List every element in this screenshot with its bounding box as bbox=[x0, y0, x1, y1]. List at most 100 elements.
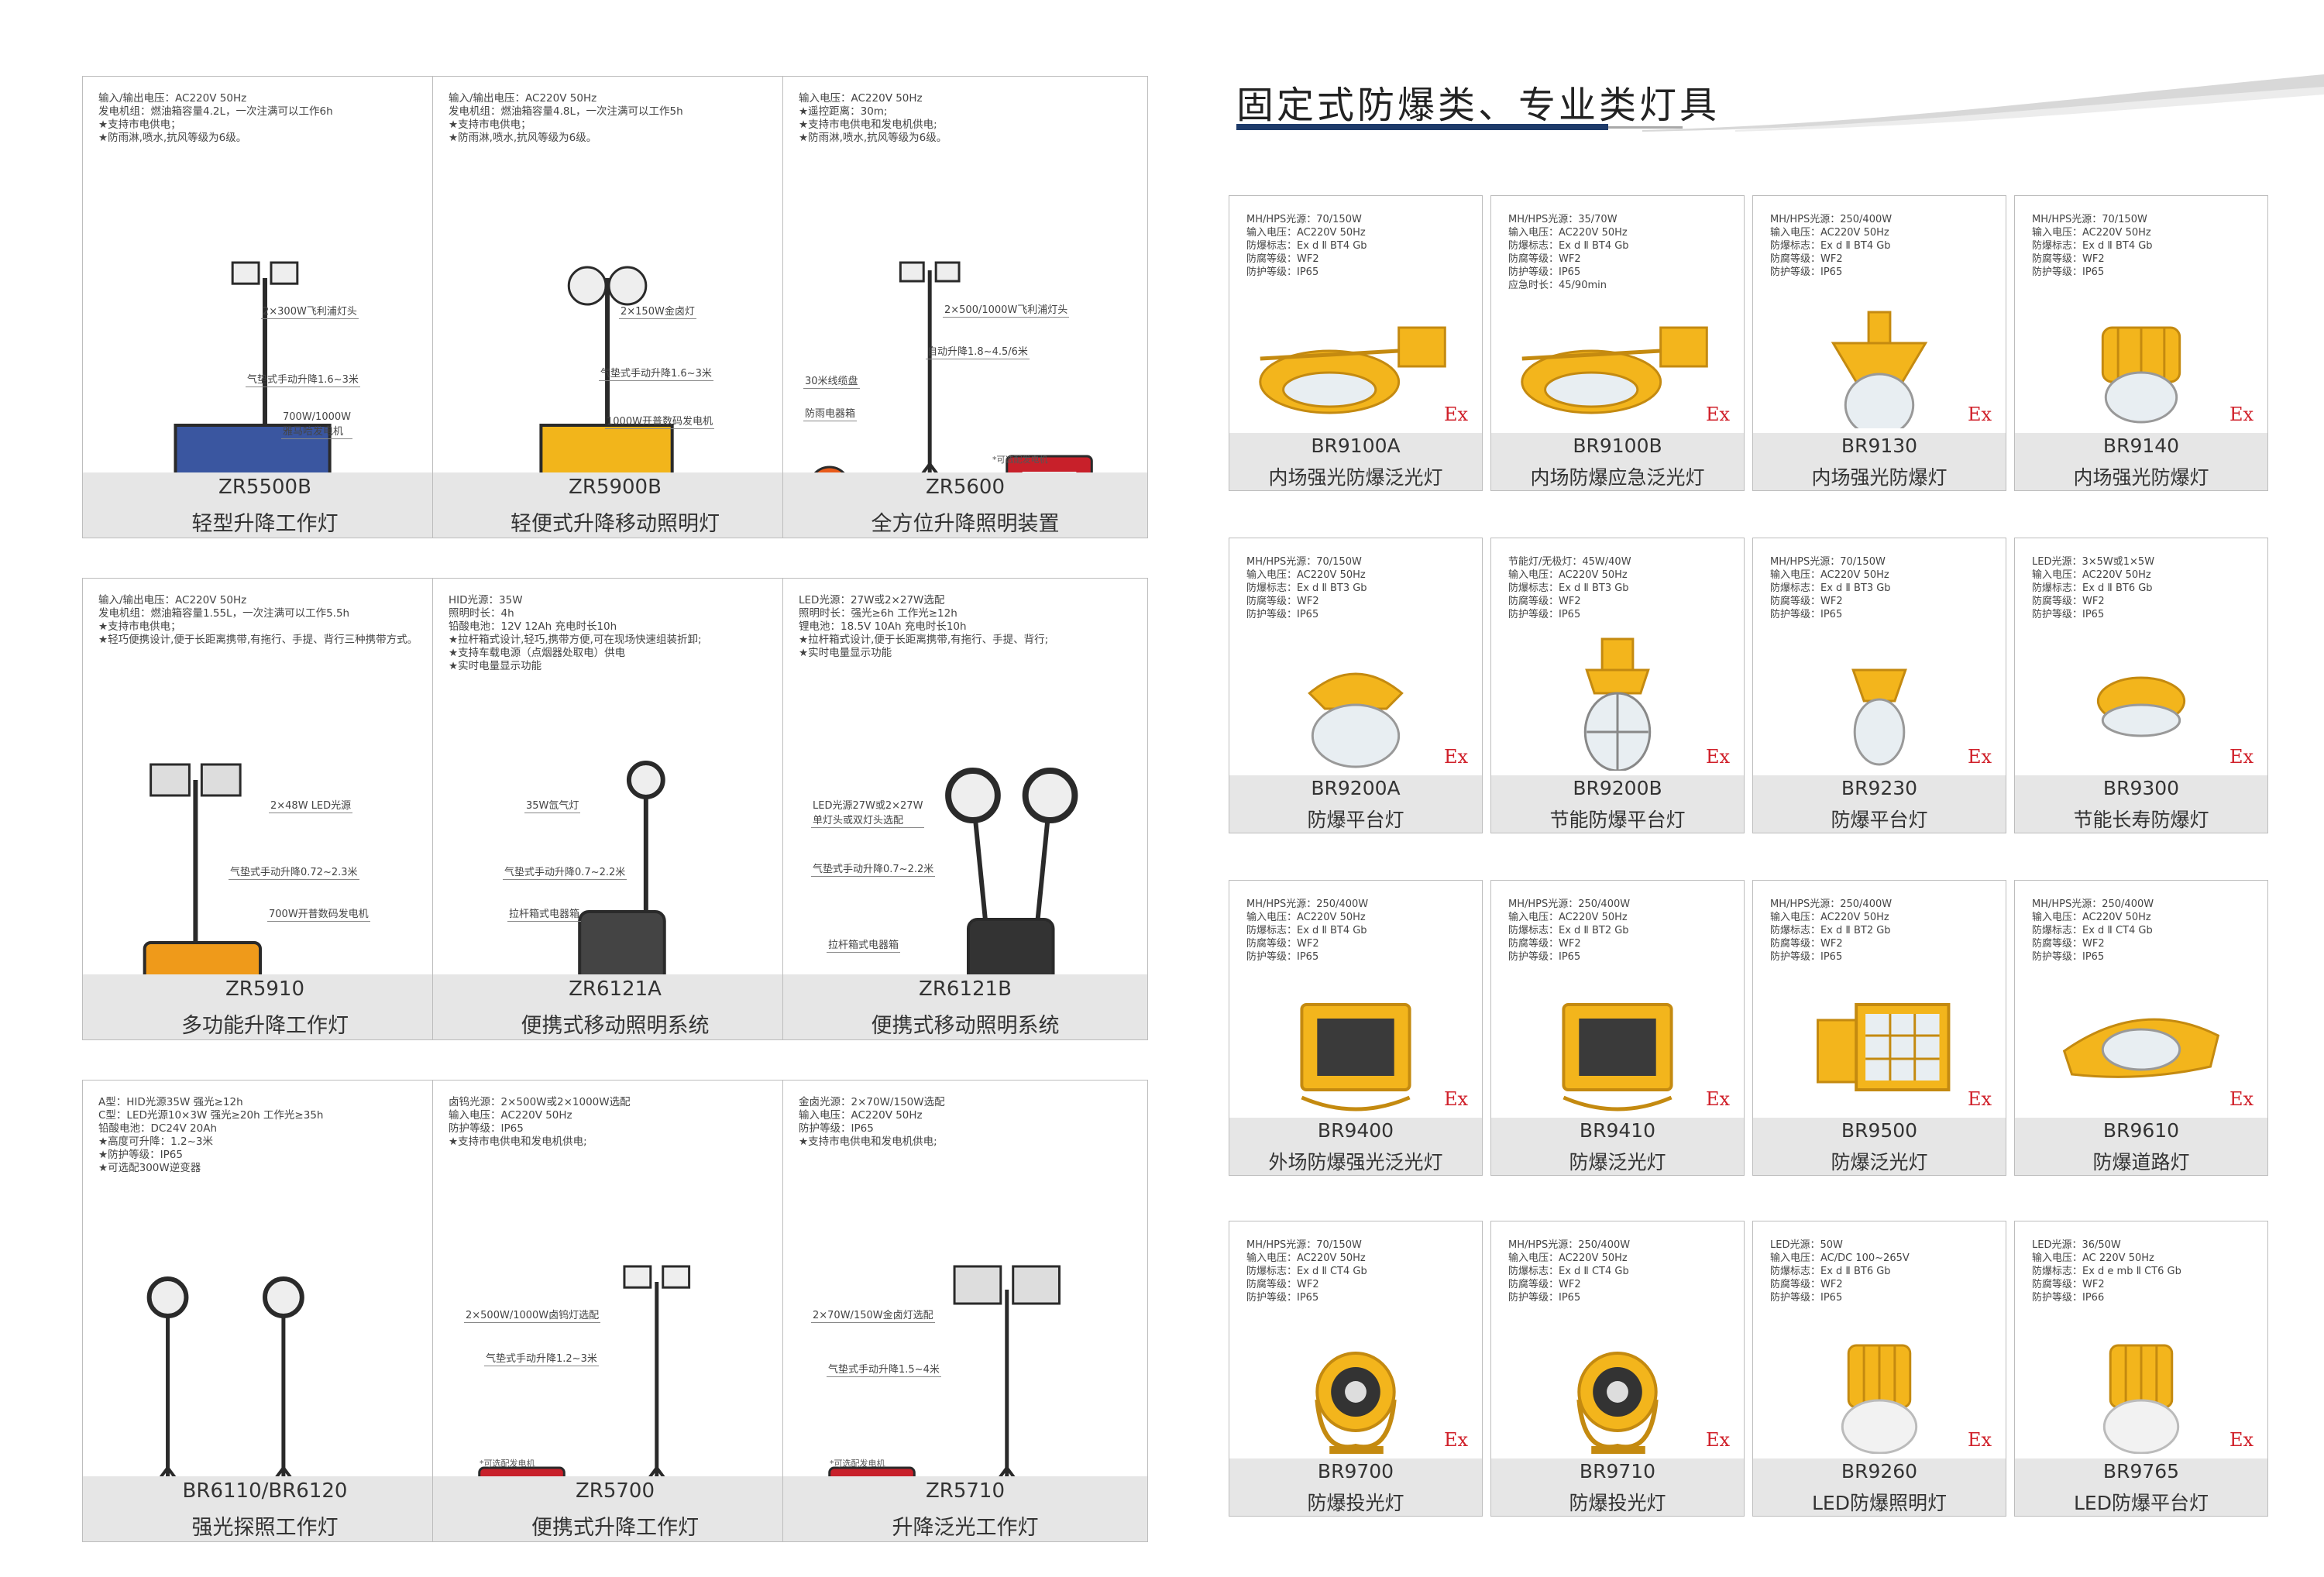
product-specs: LED光源：27W或2×27W选配 照明时长：强光≥6h 工作光≥12h 锂电池… bbox=[799, 594, 1049, 659]
explosion-proof-mark: Ex bbox=[1443, 1429, 1468, 1451]
product-card: 输入/输出电压：AC220V 50Hz 发电机组：燃油箱容量1.55L，一次注满… bbox=[82, 578, 448, 1040]
product-specs: MH/HPS光源：250/400W 输入电压：AC220V 50Hz 防爆标志：… bbox=[1508, 1239, 1631, 1304]
explosion-proof-mark: Ex bbox=[2229, 1429, 2254, 1451]
explosion-proof-mark: Ex bbox=[2229, 1088, 2254, 1110]
product-card: MH/HPS光源：70/150W 输入电压：AC220V 50Hz 防爆标志：E… bbox=[1752, 538, 2006, 833]
product-card: HID光源：35W 照明时长：4h 铅酸电池：12V 12Ah 充电时长10h … bbox=[432, 578, 798, 1040]
product-callout: 2×300W飞利浦灯头 bbox=[261, 303, 359, 319]
product-specs: LED光源：50W 输入电压：AC/DC 100~265V 防爆标志：Ex d … bbox=[1770, 1239, 1910, 1304]
explosion-proof-mark: Ex bbox=[2229, 404, 2254, 425]
product-model: BR9500 bbox=[1841, 1119, 1918, 1142]
product-callout: 拉杆箱式电器箱 bbox=[827, 936, 901, 953]
product-specs: LED光源：3×5W或1×5W 输入电压：AC220V 50Hz 防爆标志：Ex… bbox=[2032, 556, 2155, 620]
product-model: BR9200B bbox=[1573, 777, 1662, 799]
product-caption: ZR5710 升降泛光工作灯 bbox=[783, 1476, 1147, 1541]
product-name: 防爆平台灯 bbox=[1307, 809, 1404, 831]
product-model: BR9260 bbox=[1841, 1460, 1918, 1483]
product-callout: 气垫式手动升降1.6~3米 bbox=[246, 371, 360, 387]
product-note: *可选配发电机 bbox=[992, 455, 1048, 465]
product-specs: MH/HPS光源：35/70W 输入电压：AC220V 50Hz 防爆标志：Ex… bbox=[1508, 214, 1629, 291]
product-model: BR9100B bbox=[1573, 435, 1662, 457]
product-model: BR9200A bbox=[1311, 777, 1401, 799]
product-callout: 2×500/1000W飞利浦灯头 bbox=[943, 301, 1070, 318]
product-callout: LED光源27W或2×27W 单灯头或双灯头选配 bbox=[811, 797, 925, 828]
product-image bbox=[1308, 672, 1404, 768]
product-card: MH/HPS光源：70/150W 输入电压：AC220V 50Hz 防爆标志：E… bbox=[1229, 195, 1483, 491]
product-card: MH/HPS光源：250/400W 输入电压：AC220V 50Hz 防爆标志：… bbox=[1490, 880, 1745, 1176]
product-specs: MH/HPS光源：250/400W 输入电压：AC220V 50Hz 防爆标志：… bbox=[1246, 898, 1369, 963]
product-specs: 金卤光源：2×70W/150W选配 输入电压：AC220V 50Hz 防护等级：… bbox=[799, 1096, 945, 1148]
product-card: MH/HPS光源：250/400W 输入电压：AC220V 50Hz 防爆标志：… bbox=[1229, 880, 1483, 1176]
product-callout: 气垫式手动升降0.7~2.2米 bbox=[811, 861, 936, 877]
product-callout: 2×70W/150W金卤灯选配 bbox=[811, 1307, 935, 1323]
product-card: MH/HPS光源：70/150W 输入电压：AC220V 50Hz 防爆标志：E… bbox=[2014, 195, 2268, 491]
product-callout: 700W/1000W 雅马哈发电机 bbox=[281, 411, 352, 439]
product-callout: 气垫式手动升降1.6~3米 bbox=[599, 365, 713, 381]
explosion-proof-mark: Ex bbox=[1967, 404, 1992, 425]
product-card: MH/HPS光源：250/400W 输入电压：AC220V 50Hz 防爆标志：… bbox=[2014, 880, 2268, 1176]
product-name: 防爆道路灯 bbox=[2092, 1151, 2190, 1173]
product-image bbox=[1583, 637, 1652, 771]
product-model: ZR5710 bbox=[925, 1479, 1006, 1503]
explosion-proof-mark: Ex bbox=[1705, 1088, 1730, 1110]
product-model: BR9610 bbox=[2102, 1119, 2180, 1142]
product-specs: MH/HPS光源：70/150W 输入电压：AC220V 50Hz 防爆标志：E… bbox=[2032, 214, 2153, 278]
product-specs: MH/HPS光源：250/400W 输入电压：AC220V 50Hz 防爆标志：… bbox=[2032, 898, 2154, 963]
product-callout: 自动升降1.8~4.5/6米 bbox=[926, 343, 1030, 359]
product-model: ZR6121A bbox=[569, 977, 662, 1001]
product-name: 轻型升降工作灯 bbox=[191, 512, 339, 536]
product-image bbox=[1521, 326, 1708, 414]
product-image bbox=[2062, 1018, 2220, 1078]
product-image bbox=[1562, 1003, 1673, 1111]
left-page: 输入/输出电压：AC220V 50Hz 发电机组：燃油箱容量4.2L，一次注满可… bbox=[82, 76, 1148, 1542]
product-image bbox=[2101, 326, 2181, 424]
product-name: 轻便式升降移动照明灯 bbox=[511, 512, 720, 536]
product-model: BR9130 bbox=[1841, 435, 1918, 457]
product-callout: 30米线缆盘 bbox=[803, 373, 860, 389]
product-card: 卤钨光源：2×500W或2×1000W选配 输入电压：AC220V 50Hz 防… bbox=[432, 1080, 798, 1542]
product-specs: HID光源：35W 照明时长：4h 铅酸电池：12V 12Ah 充电时长10h … bbox=[449, 594, 702, 672]
explosion-proof-mark: Ex bbox=[1705, 746, 1730, 768]
product-specs: MH/HPS光源：70/150W 输入电压：AC220V 50Hz 防爆标志：E… bbox=[1246, 214, 1367, 278]
product-callout: 700W开普数码发电机 bbox=[267, 905, 370, 922]
product-specs: 输入/输出电压：AC220V 50Hz 发电机组：燃油箱容量1.55L，一次注满… bbox=[98, 594, 418, 646]
product-specs: MH/HPS光源：70/150W 输入电压：AC220V 50Hz 防爆标志：E… bbox=[1246, 1239, 1367, 1304]
product-model: BR9765 bbox=[2102, 1460, 2180, 1483]
product-model: ZR5600 bbox=[925, 476, 1006, 499]
product-callout: 35W氙气灯 bbox=[524, 797, 581, 813]
product-name: 升降泛光工作灯 bbox=[892, 1516, 1039, 1540]
product-card: A型：HID光源35W 强光≥12h C型：LED光源10×3W 强光≥20h … bbox=[82, 1080, 448, 1542]
product-specs: MH/HPS光源：250/400W 输入电压：AC220V 50Hz 防爆标志：… bbox=[1770, 214, 1893, 278]
product-card: 输入/输出电压：AC220V 50Hz 发电机组：燃油箱容量4.8L，一次注满可… bbox=[432, 76, 798, 538]
product-image bbox=[1259, 326, 1446, 414]
explosion-proof-mark: Ex bbox=[1705, 404, 1730, 425]
product-model: BR9410 bbox=[1579, 1119, 1656, 1142]
product-name: 防爆平台灯 bbox=[1831, 809, 1928, 831]
product-callout: 拉杆箱式电器箱 bbox=[507, 905, 582, 922]
product-name: 防爆投光灯 bbox=[1569, 1492, 1666, 1514]
product-model: BR9140 bbox=[2102, 435, 2180, 457]
product-card: LED光源：3×5W或1×5W 输入电压：AC220V 50Hz 防爆标志：Ex… bbox=[2014, 538, 2268, 833]
product-model: ZR5900B bbox=[569, 476, 662, 499]
product-card: 输入/输出电压：AC220V 50Hz 发电机组：燃油箱容量4.2L，一次注满可… bbox=[82, 76, 448, 538]
right-page: 固定式防爆类、专业类灯具 MH/HPS光源：70/150W 输入电压：AC220… bbox=[1162, 0, 2324, 1577]
section-title: 固定式防爆类、专业类灯具 bbox=[1236, 84, 1721, 127]
product-image bbox=[1851, 668, 1907, 766]
product-specs: MH/HPS光源：250/400W 输入电压：AC220V 50Hz 防爆标志：… bbox=[1770, 898, 1893, 963]
product-specs: MH/HPS光源：70/150W 输入电压：AC220V 50Hz 防爆标志：E… bbox=[1246, 556, 1367, 620]
product-card: LED光源：36/50W 输入电压：AC 220V 50Hz 防爆标志：Ex d… bbox=[2014, 1221, 2268, 1517]
product-card: LED光源：27W或2×27W选配 照明时长：强光≥6h 工作光≥12h 锂电池… bbox=[782, 578, 1148, 1040]
